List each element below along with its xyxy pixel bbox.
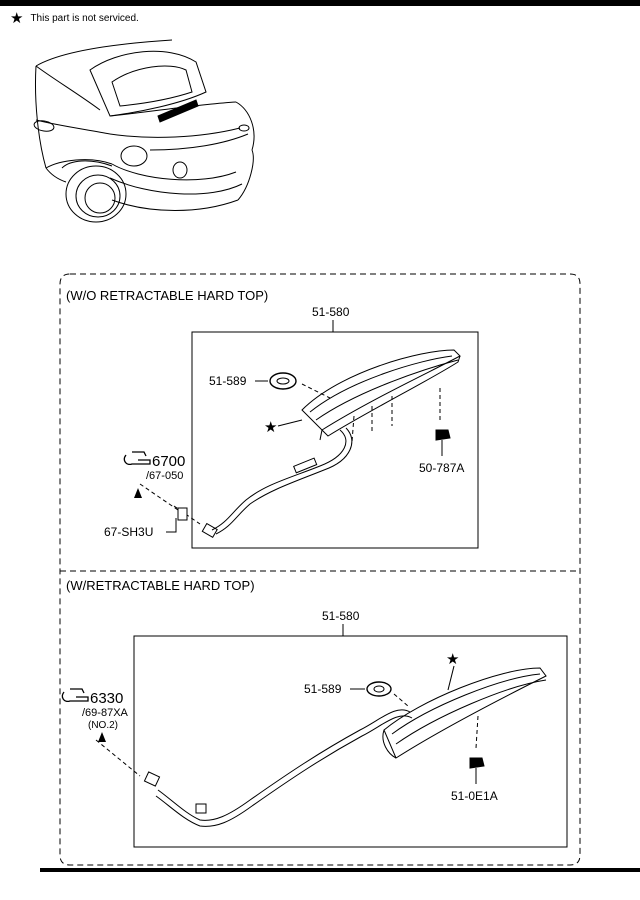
section-1-part-number: 51-580 (312, 305, 350, 319)
note-text: This part is not serviced. (30, 13, 139, 24)
section-2-ref-number: 6330 (90, 690, 123, 707)
section-1-connector-label: 67-SH3U (104, 525, 153, 539)
section-2-nut-label: 51-0E1A (451, 789, 498, 803)
section-with-rht: (W/RETRACTABLE HARD TOP) 51-580 (61, 578, 568, 848)
top-rule (0, 0, 640, 6)
diagram-frame (59, 273, 581, 866)
section-1-gasket-label: 51-589 (209, 374, 247, 388)
pointing-hand-icon (123, 451, 151, 466)
section-2-header: (W/RETRACTABLE HARD TOP) (66, 578, 255, 593)
section-1-ref-sub: /67-050 (146, 470, 183, 482)
section-2-part-number: 51-580 (322, 609, 360, 623)
brake-light-assembly-2 (95, 667, 547, 827)
section-1-ref-number: 6700 (152, 453, 185, 470)
section-2-ref-sub: /69-87XA (82, 707, 129, 719)
section-1-nut-label: 50-787A (419, 461, 464, 475)
section-1-star-icon: ★ (264, 419, 277, 436)
car-rear-sketch (33, 39, 255, 223)
section-1-callout-box (191, 331, 479, 549)
bottom-rule (40, 868, 640, 872)
pointing-hand-icon (61, 688, 89, 703)
section-1-header: (W/O RETRACTABLE HARD TOP) (66, 288, 268, 303)
section-without-rht: (W/O RETRACTABLE HARD TOP) 51-580 (66, 288, 479, 549)
brake-light-assembly-1 (139, 349, 461, 539)
star-icon: ★ (10, 10, 24, 27)
section-2-callout-box (133, 635, 568, 848)
not-serviced-note: ★ This part is not serviced. (10, 11, 139, 26)
section-2-ref-note: (NO.2) (88, 720, 118, 731)
section-2-gasket-label: 51-589 (304, 682, 342, 696)
section-2-star-icon: ★ (446, 651, 459, 668)
